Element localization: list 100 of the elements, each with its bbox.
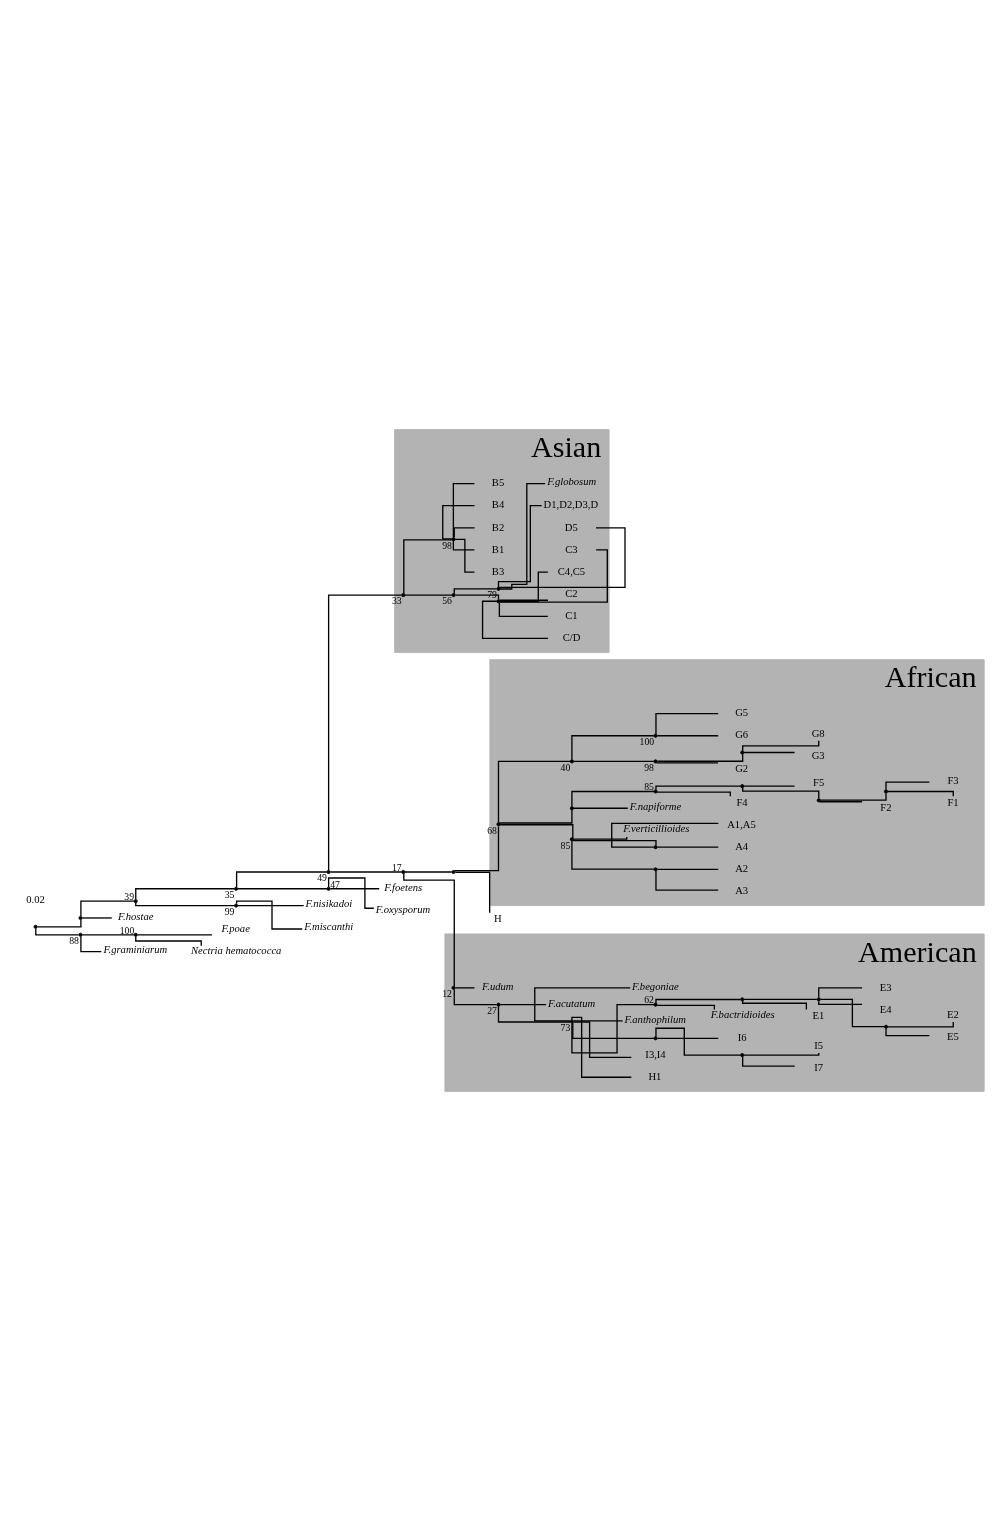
node-text: H1 [648,1070,662,1082]
node-text: F.oxysporum [375,903,431,915]
connector [81,917,113,919]
node-point [451,537,456,542]
node-point [816,798,821,803]
node-point [569,1019,574,1024]
connector [655,712,719,735]
node-text: E1 [812,1009,825,1021]
connector [329,871,403,873]
connector [534,987,631,1022]
node-point [326,886,331,891]
node-label: 40 [560,761,571,773]
node-text: E2 [947,1009,959,1021]
node-text: F.poae [221,923,250,935]
node-text: F.napiforme [629,801,682,813]
connector [235,871,328,888]
connector [136,934,213,936]
node-text: D1,D2,D3,D [543,499,599,511]
node-text: F.hostae [117,910,154,922]
node-point [451,593,456,598]
connector [452,482,475,539]
connector [743,1052,820,1056]
node-text: B5 [491,477,505,489]
connector [743,998,818,1001]
connector [885,781,930,791]
node-text: A3 [735,885,749,897]
connector [743,785,796,787]
node-text: F1 [947,796,959,808]
node-label: 73 [560,1021,571,1033]
node-point [133,899,138,904]
connector [818,987,863,999]
connector [499,824,574,839]
node-label: 56 [442,595,452,607]
connector [655,785,742,791]
label: 0.02 [26,894,45,906]
connector [656,1037,719,1039]
node-text: G8 [811,727,825,739]
node-point [234,903,239,908]
node-label: 49 [317,872,327,884]
node-label: 33 [391,595,402,607]
connector [655,870,719,891]
node-text: F3 [947,774,959,786]
node-point [883,1024,889,1029]
connector [572,1021,633,1058]
node-point [496,599,501,604]
node-text: F.anthophilum [624,1014,686,1026]
node-label: 39 [124,890,135,902]
connector [573,760,655,763]
connector [499,571,549,603]
node-point [569,806,574,811]
node-point [883,789,889,794]
node-text: F.udum [482,980,514,992]
connector [404,871,453,873]
node-label: 100 [639,736,655,748]
connector [571,1004,655,1054]
connector [499,549,608,603]
connector [452,540,475,551]
connector [611,822,719,848]
node-point [496,586,501,591]
node-text: C3 [565,543,578,555]
node-label: 68 [487,824,497,836]
node-point [78,932,83,937]
node-point [451,869,456,874]
connector [235,900,303,930]
connector [885,1027,930,1037]
node-text: I6 [737,1032,747,1044]
connector [656,735,719,737]
node-text: F5 [813,777,825,789]
connector [742,740,820,752]
node-text: Nectria hematococca [190,945,282,957]
connector [135,902,235,907]
connector [237,888,328,890]
connector [571,840,655,870]
node-text: A1,A5 [727,818,756,830]
connector [572,1022,655,1039]
connector [656,791,731,797]
connector [453,527,476,539]
node-text: C4,C5 [557,565,586,577]
node-text: H [494,913,502,925]
node-text: E4 [879,1003,892,1015]
node-label: 100 [119,924,135,936]
node-label: 27 [487,1005,497,1017]
connector [818,1000,863,1005]
node-point [496,822,501,827]
connector [81,934,135,936]
connector [656,753,744,762]
connector [819,998,885,1028]
connector [573,836,628,840]
connector [80,900,135,917]
connector [819,792,887,801]
connector [742,1000,808,1011]
node-text: B1 [491,543,505,555]
node-point [569,759,574,764]
node-point [653,845,658,850]
node-point [740,750,745,755]
node-point [234,886,239,891]
node-label: 35 [224,889,235,901]
connector [656,868,719,870]
node-label: 12 [442,988,452,1000]
node-point [33,924,38,929]
